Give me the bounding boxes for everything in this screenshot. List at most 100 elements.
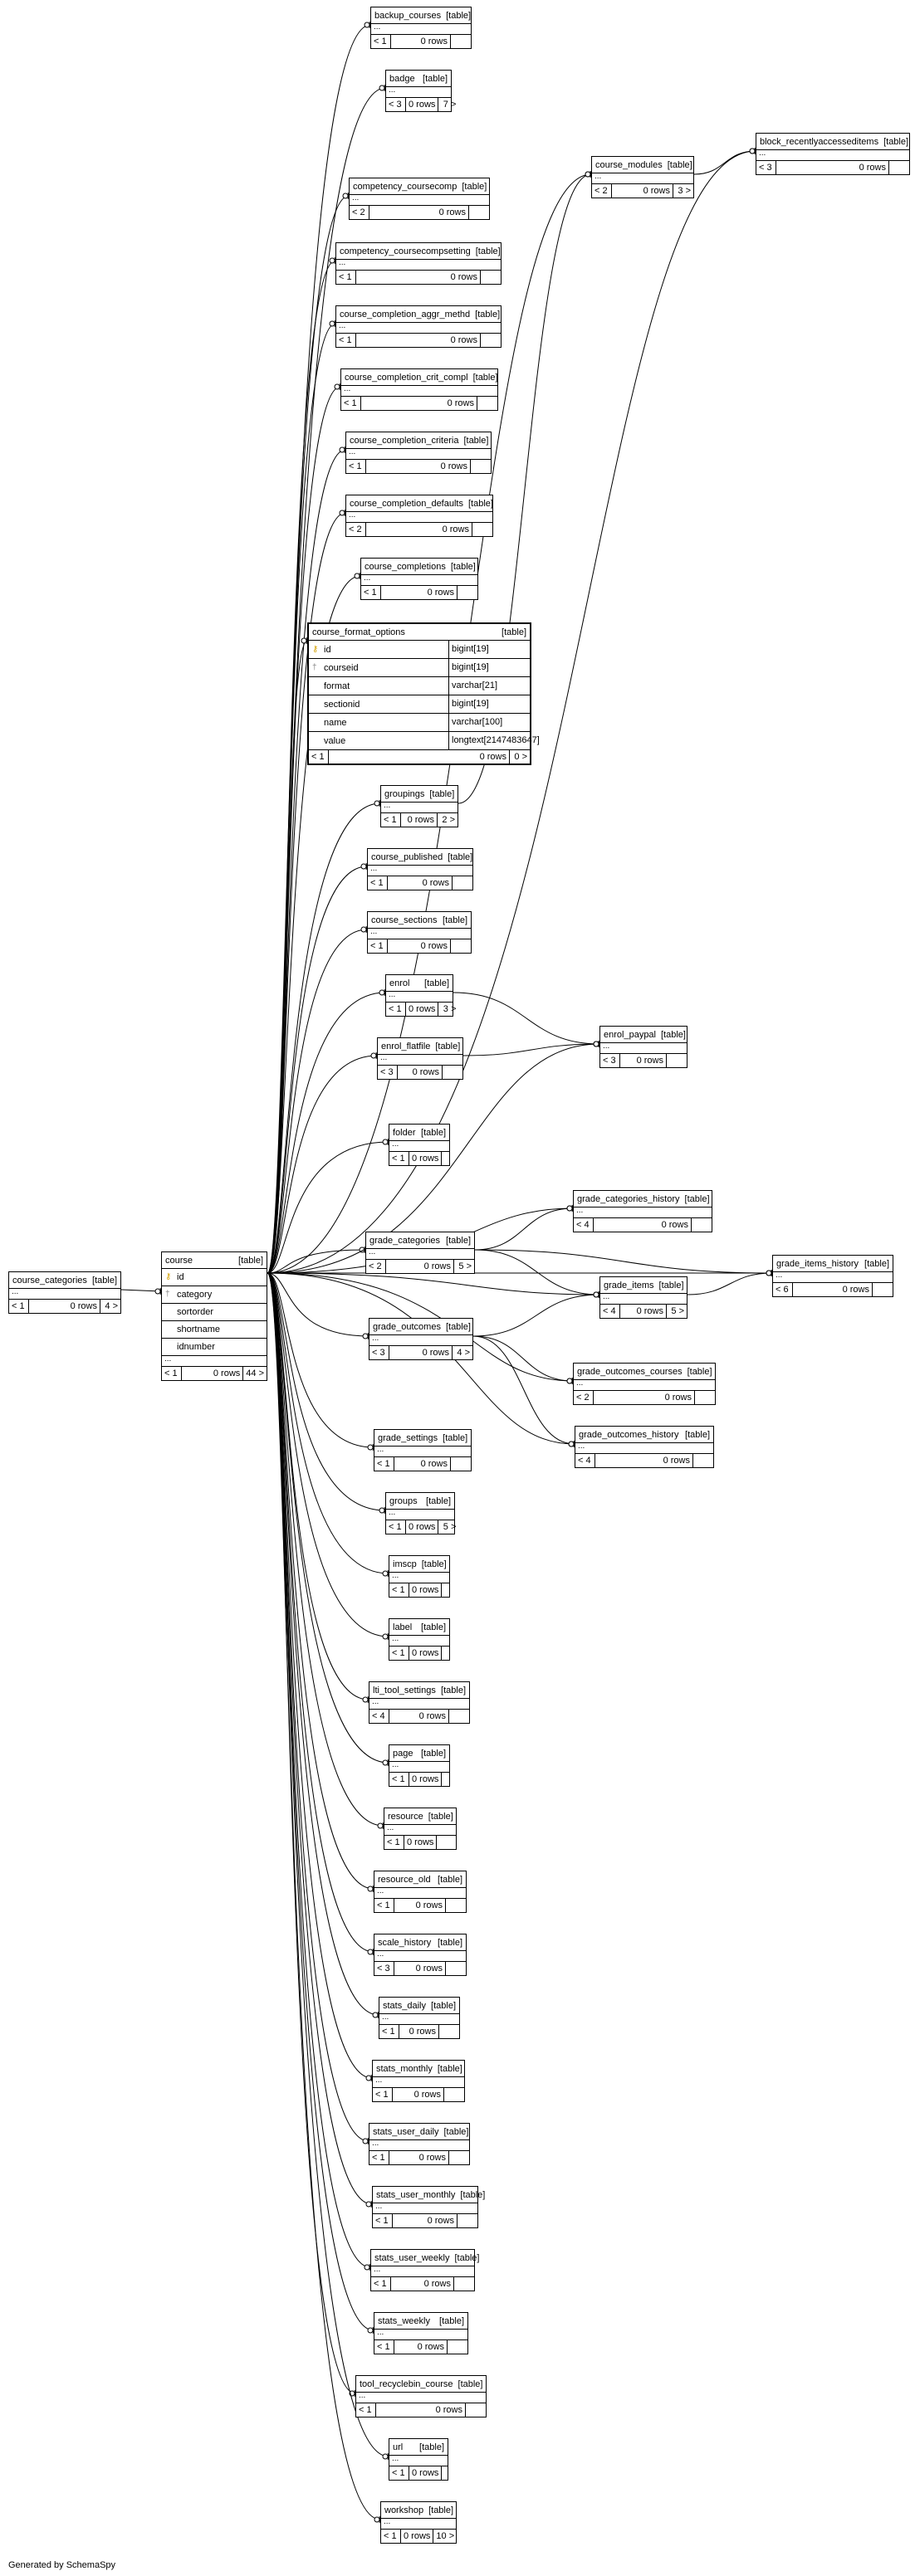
collapsed-columns[interactable]: ... [369,1698,469,1710]
table-name[interactable]: course_completion_aggr_methd [340,310,471,320]
parent-count[interactable]: < 1 [336,271,356,284]
table-name[interactable]: course_sections [371,915,438,925]
child-count[interactable]: 0 > [514,752,527,762]
parent-count[interactable]: < 1 [368,876,388,890]
parent-count[interactable]: < 1 [368,939,388,953]
table-header[interactable]: stats_user_daily[table] [369,2124,469,2140]
collapsed-columns[interactable]: ... [366,1248,474,1260]
table-name[interactable]: competency_coursecomp [353,182,457,192]
collapsed-columns[interactable]: ... [386,1509,454,1520]
parent-count[interactable]: < 2 [346,523,366,536]
table-header[interactable]: course_completions[table] [361,559,477,575]
collapsed-columns[interactable]: ... [373,2076,464,2088]
parent-count[interactable]: < 1 [336,334,356,347]
table-name[interactable]: tool_recyclebin_course [360,2379,453,2389]
collapsed-columns[interactable]: ... [381,802,457,813]
child-count[interactable] [873,1283,893,1296]
child-count[interactable] [481,271,501,284]
parent-count[interactable]: < 1 [384,1836,404,1849]
column-row[interactable]: †category [162,1286,267,1304]
collapsed-columns[interactable]: ... [9,1288,120,1300]
child-count[interactable] [457,2214,477,2227]
collapsed-columns[interactable]: ... [381,2518,456,2530]
child-count[interactable]: 44 > [246,1368,264,1378]
child-count[interactable]: 5 > [443,1522,457,1532]
collapsed-columns[interactable]: ... [336,259,501,271]
child-count[interactable] [449,1710,469,1723]
table-header[interactable]: stats_user_weekly[table] [371,2250,479,2266]
table-header[interactable]: course[table] [162,1252,267,1269]
table-header[interactable]: grade_outcomes_courses[table] [574,1364,715,1380]
parent-count[interactable]: < 1 [389,1773,409,1786]
table-name[interactable]: grade_items_history [776,1259,859,1269]
collapsed-columns[interactable]: ... [600,1293,687,1305]
collapsed-columns[interactable]: ... [574,1207,712,1218]
table-header[interactable]: stats_user_monthly[table] [373,2187,485,2203]
table-header[interactable]: course_categories[table] [9,1272,120,1289]
table-name[interactable]: course_format_options [312,627,405,637]
collapsed-columns[interactable]: ... [369,1334,472,1346]
table-name[interactable]: course_completion_defaults [350,499,463,509]
collapsed-columns[interactable]: ... [374,1446,471,1457]
child-count[interactable] [692,1218,712,1232]
child-count[interactable] [466,2403,486,2417]
table-name[interactable]: course_categories [12,1276,87,1286]
child-count[interactable]: 4 > [105,1301,118,1311]
table-name[interactable]: resource_old [378,1875,431,1885]
table-header[interactable]: course_sections[table] [368,912,471,929]
child-count[interactable]: 3 > [443,1004,457,1014]
parent-count[interactable]: < 3 [369,1346,389,1359]
parent-count[interactable]: < 2 [592,184,612,198]
collapsed-columns[interactable]: ... [389,1572,449,1583]
parent-count[interactable]: < 1 [371,35,391,48]
child-count[interactable] [442,1773,462,1786]
child-count[interactable] [439,2025,459,2038]
table-header[interactable]: course_modules[table] [592,157,693,173]
table-header[interactable]: groups[table] [386,1493,454,1510]
table-name[interactable]: imscp [393,1559,417,1569]
child-count[interactable] [453,876,472,890]
collapsed-columns[interactable]: ... [356,2392,486,2403]
collapsed-columns[interactable]: ... [371,23,471,35]
table-name[interactable]: course_completion_criteria [350,436,459,446]
table-header[interactable]: groupings[table] [381,786,457,803]
parent-count[interactable]: < 1 [162,1367,182,1380]
parent-count[interactable]: < 1 [381,2530,401,2543]
table-name[interactable]: stats_weekly [378,2316,430,2326]
table-name[interactable]: grade_outcomes_courses [577,1367,683,1377]
table-header[interactable]: grade_categories[table] [366,1232,474,1249]
collapsed-columns[interactable]: ... [162,1355,267,1367]
collapsed-columns[interactable]: ... [346,448,491,460]
collapsed-columns[interactable]: ... [389,1140,449,1152]
child-count[interactable] [695,1391,715,1404]
table-course-completion-aggr-methd[interactable]: course_completion_aggr_methd[table]...< … [335,305,502,348]
table-name[interactable]: backup_courses [374,11,442,21]
table-name[interactable]: grade_categories [369,1236,441,1246]
table-name[interactable]: enrol_flatfile [381,1042,431,1051]
collapsed-columns[interactable]: ... [374,1887,466,1899]
table-header[interactable]: lti_tool_settings[table] [369,1682,469,1699]
collapsed-columns[interactable]: ... [592,173,693,184]
